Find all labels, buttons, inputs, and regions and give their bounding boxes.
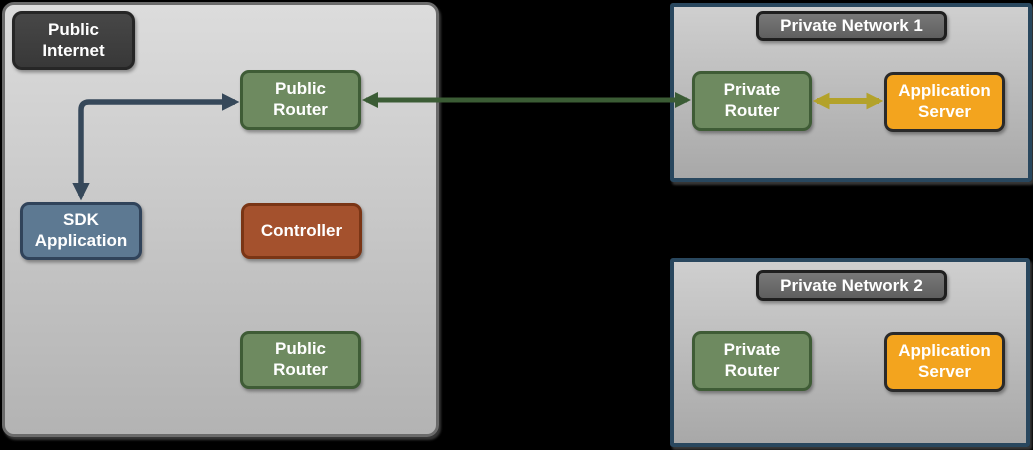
- private-network-2-title: Private Network 2: [756, 270, 947, 301]
- node-private-router-2: Private Router: [692, 331, 812, 391]
- node-public-router-top: Public Router: [240, 70, 361, 130]
- node-public-router-bottom: Public Router: [240, 331, 361, 389]
- node-application-server-2: Application Server: [884, 332, 1005, 392]
- public-internet-zone: Public Internet Public Router SDK Applic…: [2, 2, 439, 437]
- node-controller: Controller: [241, 203, 362, 259]
- node-application-server-1: Application Server: [884, 72, 1005, 132]
- node-sdk-application: SDK Application: [20, 202, 142, 260]
- private-network-1-zone: Private Network 1 Private Router Applica…: [670, 3, 1032, 182]
- node-public-internet: Public Internet: [12, 11, 135, 70]
- private-network-2-zone: Private Network 2 Private Router Applica…: [670, 258, 1030, 447]
- node-private-router-1: Private Router: [692, 71, 812, 131]
- private-network-1-title: Private Network 1: [756, 11, 947, 41]
